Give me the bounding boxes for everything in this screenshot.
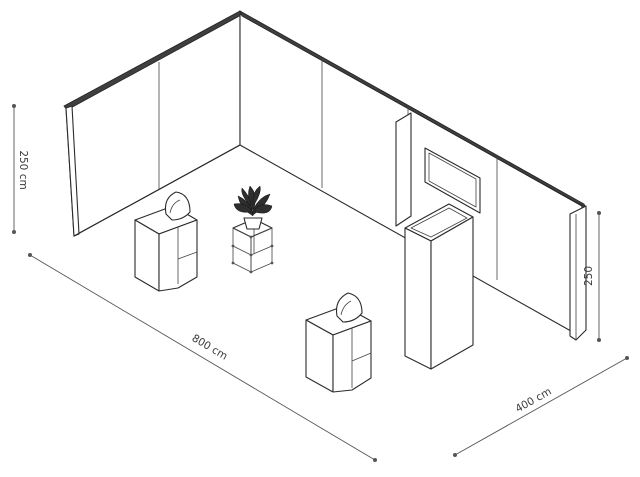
- dimension-depth: 400 cm: [453, 356, 629, 457]
- column-side: [430, 216, 474, 370]
- leaf: [254, 204, 273, 214]
- floor-edge-left: [73, 144, 241, 237]
- door-panel-open: [395, 112, 412, 227]
- screen-frame: [424, 147, 481, 214]
- dimension-height-left: 250 cm: [12, 104, 29, 234]
- counter-front-shelf-line: [351, 352, 372, 362]
- chair-left: [164, 191, 191, 221]
- chair-left-curve: [169, 199, 181, 214]
- shelf-joint: [249, 253, 253, 257]
- shelf-mid-side: [250, 245, 273, 256]
- shelf-joint: [231, 261, 235, 265]
- counter-front: [305, 292, 372, 393]
- left-wall-end: [65, 105, 80, 237]
- screen-inner: [428, 152, 477, 208]
- potted-plant: [233, 185, 273, 230]
- wall-screen: [424, 147, 481, 214]
- booth-walls: [63, 10, 587, 341]
- shelf-joint: [249, 270, 253, 274]
- height-left-label: 250 cm: [17, 150, 29, 189]
- shelf-joint: [270, 244, 274, 248]
- counter-left: [134, 191, 198, 292]
- chair-front: [335, 292, 363, 323]
- shelf-mid-front: [232, 245, 252, 256]
- column-top-inner: [410, 207, 468, 238]
- column-front: [404, 227, 432, 370]
- tall-column: [404, 203, 474, 370]
- shelf-joint: [270, 261, 274, 265]
- chair-front-curve: [340, 300, 352, 316]
- right-wall-end: [569, 205, 587, 341]
- storage-door-panel: [395, 112, 412, 227]
- shelf-joint: [231, 244, 235, 248]
- leaf: [252, 185, 261, 206]
- plant-pot: [243, 217, 263, 230]
- height-right-label: 250: [583, 266, 595, 286]
- shelf-joint: [249, 235, 253, 239]
- left-wall: [65, 13, 241, 237]
- leaf: [241, 187, 252, 207]
- counter-left-shelf-line: [177, 251, 198, 260]
- dimension-height-right: 250: [583, 211, 601, 342]
- length-label: 800 cm: [190, 332, 230, 362]
- leaf: [233, 203, 252, 213]
